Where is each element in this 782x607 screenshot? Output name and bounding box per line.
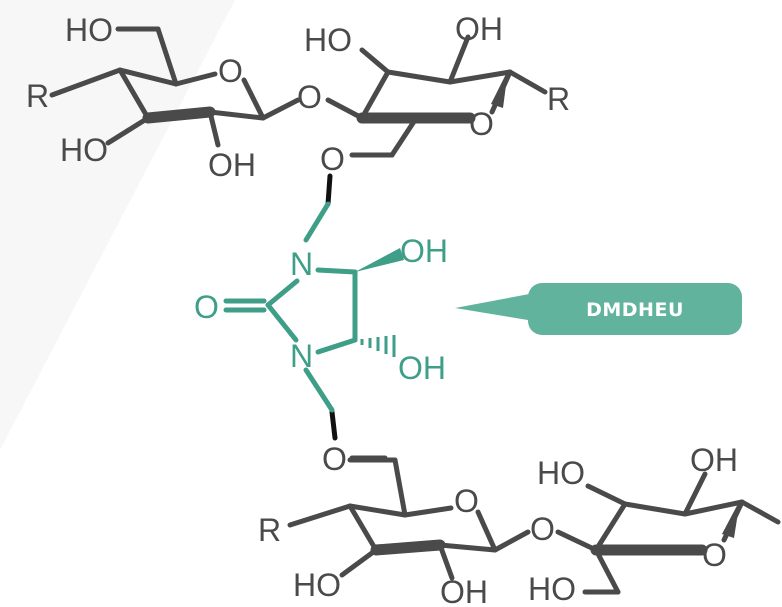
callout-bubble xyxy=(528,283,742,335)
dmdheu-callout: DMDHEU xyxy=(455,283,742,335)
top-left-hoch2-label: HO xyxy=(65,12,113,48)
top-right-ring-oxygen-label: O xyxy=(469,106,494,142)
crosslinker-n-bottom-label: N xyxy=(290,338,313,374)
bottom-left-oh-label: OH xyxy=(440,574,488,607)
top-left-ring-oxygen-label: O xyxy=(218,53,243,89)
top-right-r-label: R xyxy=(547,81,570,117)
bottom-right-oh-label: OH xyxy=(690,442,738,478)
bottom-left-glucose-ring xyxy=(287,457,531,581)
dmdheu-crosslinker xyxy=(223,201,404,413)
top-left-ho-label: HO xyxy=(60,132,108,168)
crosslinker-carbonyl-oxygen-label: O xyxy=(194,289,219,325)
top-right-ho-label: HO xyxy=(304,22,352,58)
stereo-wedge-top-right xyxy=(491,70,508,108)
bottom-left-r-label: R xyxy=(258,512,281,548)
top-c6-oxygen-label: O xyxy=(320,141,345,177)
bottom-right-glucose-ring xyxy=(555,471,781,595)
stereo-wedge-bottom-right xyxy=(722,500,740,538)
bottom-glycosidic-oxygen-label: O xyxy=(530,511,555,547)
bottom-right-hoch2-label: HO xyxy=(528,571,576,607)
bottom-left-ho-label: HO xyxy=(293,567,341,603)
callout-label: DMDHEU xyxy=(586,299,684,321)
crosslinker-oh-bottom-label: OH xyxy=(398,350,446,386)
bottom-linker-bond xyxy=(329,409,338,441)
top-glycosidic-oxygen-label: O xyxy=(297,79,322,115)
bottom-left-ring-oxygen-label: O xyxy=(454,483,479,519)
top-right-glucose-ring xyxy=(325,34,548,158)
callout-pointer xyxy=(455,292,540,322)
crosslinker-n-top-label: N xyxy=(290,246,313,282)
bottom-right-ring-oxygen-label: O xyxy=(702,537,727,573)
top-linker-bond xyxy=(325,173,333,207)
bottom-cellulose-chain xyxy=(287,455,781,595)
top-right-oh-label: OH xyxy=(455,11,503,47)
background-wedge xyxy=(0,0,235,450)
top-left-r-label: R xyxy=(26,78,49,114)
stereo-wedge-crosslinker xyxy=(355,248,404,272)
crosslinker-oh-top-label: OH xyxy=(400,233,448,269)
top-left-oh-label: OH xyxy=(208,147,256,183)
bottom-c6-oxygen-label: O xyxy=(322,441,347,477)
top-cellulose-chain xyxy=(49,26,548,158)
stereo-hash-crosslinker xyxy=(360,335,396,357)
top-left-glucose-ring xyxy=(49,26,301,148)
bottom-right-ho-label: HO xyxy=(537,455,585,491)
